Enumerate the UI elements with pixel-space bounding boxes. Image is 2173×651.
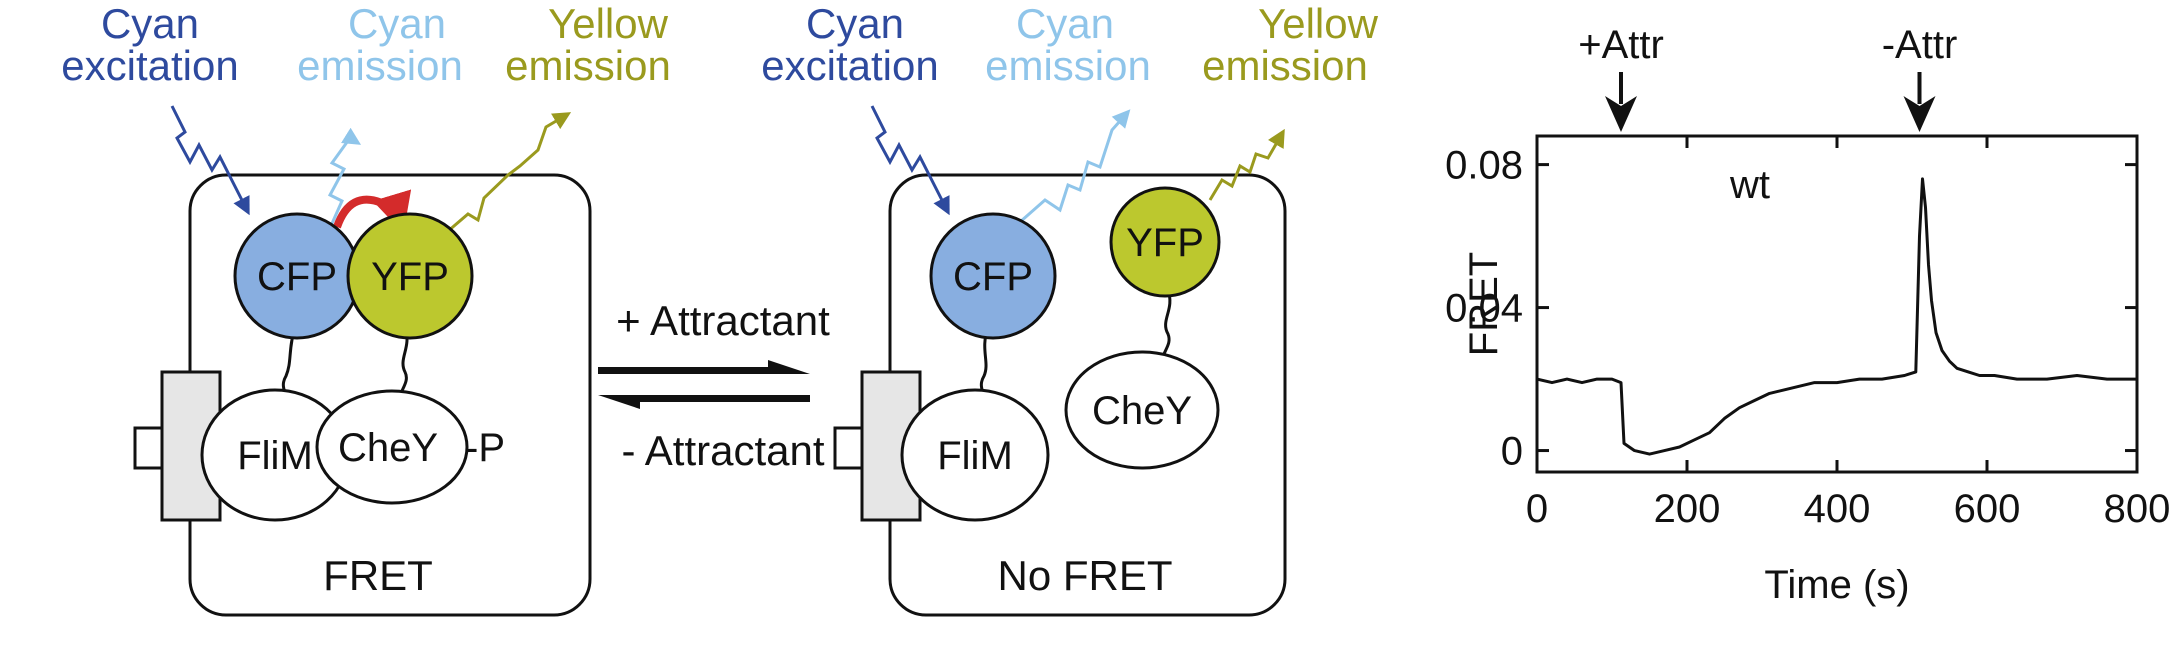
label-plus-attractant: + Attractant (616, 297, 830, 344)
cfp-label-b: CFP (953, 255, 1033, 299)
label-cyan-emission-l2-b: emission (985, 42, 1151, 89)
label-yellow-emission-l1-b: Yellow (1258, 0, 1379, 47)
label-yellow-emission-l2: emission (505, 42, 671, 89)
y-tick-label-1: 0.04 (1445, 287, 1523, 331)
reverse-arrow (598, 395, 810, 409)
x-tick-labels: 0 200 400 600 800 (1526, 487, 2171, 531)
label-cyan-excitation-l1-b: Cyan (806, 0, 904, 47)
panel-fret: Cyan excitation Cyan emission Yellow emi… (61, 0, 671, 617)
label-yellow-emission-l2-b: emission (1202, 42, 1368, 89)
label-yellow-emission-l1: Yellow (548, 0, 669, 47)
yfp-label-b: YFP (1126, 221, 1204, 265)
chey-label: CheY (338, 426, 438, 470)
excitation-arrow-b (870, 105, 950, 216)
phospho-label: -P (465, 426, 505, 470)
weak-yellow-emission-b (1208, 128, 1285, 201)
label-minus-attractant: - Attractant (621, 427, 824, 474)
label-cyan-excitation-l1: Cyan (101, 0, 199, 47)
label-cyan-excitation-l2: excitation (61, 42, 238, 89)
flim-node-b (900, 388, 1050, 522)
event-markers: +Attr -Attr (1578, 23, 1957, 132)
state-label-no-fret: No FRET (997, 552, 1172, 599)
event-label-0: +Attr (1578, 23, 1664, 67)
y-tick-labels: 0 0.04 0.08 (1445, 144, 1523, 474)
event-marker-0: +Attr (1578, 23, 1664, 132)
chey-node (315, 389, 469, 505)
yfp-label: YFP (371, 255, 449, 299)
yellow-emission-arrow (446, 112, 572, 234)
chey-label-b: CheY (1092, 389, 1192, 433)
label-cyan-emission-l2: emission (297, 42, 463, 89)
y-tick-label-0: 0 (1501, 430, 1523, 474)
event-label-1: -Attr (1882, 23, 1958, 67)
event-marker-1: -Attr (1882, 23, 1958, 132)
cyan-emission-arrow-b (1019, 109, 1131, 224)
flim-label: FliM (237, 434, 313, 478)
excitation-arrow (170, 105, 250, 216)
x-axis-label: Time (s) (1764, 563, 1909, 607)
x-tick-label-1: 200 (1654, 487, 1721, 531)
x-tick-label-4: 800 (2104, 487, 2171, 531)
forward-arrow (598, 360, 810, 374)
state-label-fret: FRET (323, 552, 433, 599)
chart-ticks (1535, 136, 2139, 472)
annotation-wt: wt (1729, 163, 1770, 207)
chey-node-b (1064, 350, 1220, 470)
plot-frame (1535, 134, 2139, 474)
flim-label-b: FliM (937, 434, 1013, 478)
label-cyan-excitation-l2-b: excitation (761, 42, 938, 89)
cyan-emission-arrow (327, 127, 362, 229)
cfp-label: CFP (257, 255, 337, 299)
cfp-node-b (929, 212, 1057, 340)
label-cyan-emission-l1-b: Cyan (1016, 0, 1114, 47)
linker-yfp-chey-b (1160, 289, 1172, 361)
equilibrium: + Attractant - Attractant (598, 297, 830, 474)
x-tick-label-2: 400 (1804, 487, 1871, 531)
y-axis-label: FRET (1462, 252, 1506, 356)
fret-chart: 0 200 400 600 800 0 0.04 0.08 +Attr -Attr wt FR… (1445, 23, 2170, 607)
series-line-wt (1536, 177, 2137, 456)
label-cyan-emission-l1: Cyan (348, 0, 446, 47)
panel-no-fret: Cyan excitation Cyan emission Yellow emi… (761, 0, 1379, 617)
x-tick-label-3: 600 (1954, 487, 2021, 531)
y-tick-label-2: 0.08 (1445, 144, 1523, 188)
x-tick-label-0: 0 (1526, 487, 1548, 531)
yfp-node (346, 212, 474, 340)
yfp-node-b (1109, 186, 1221, 298)
